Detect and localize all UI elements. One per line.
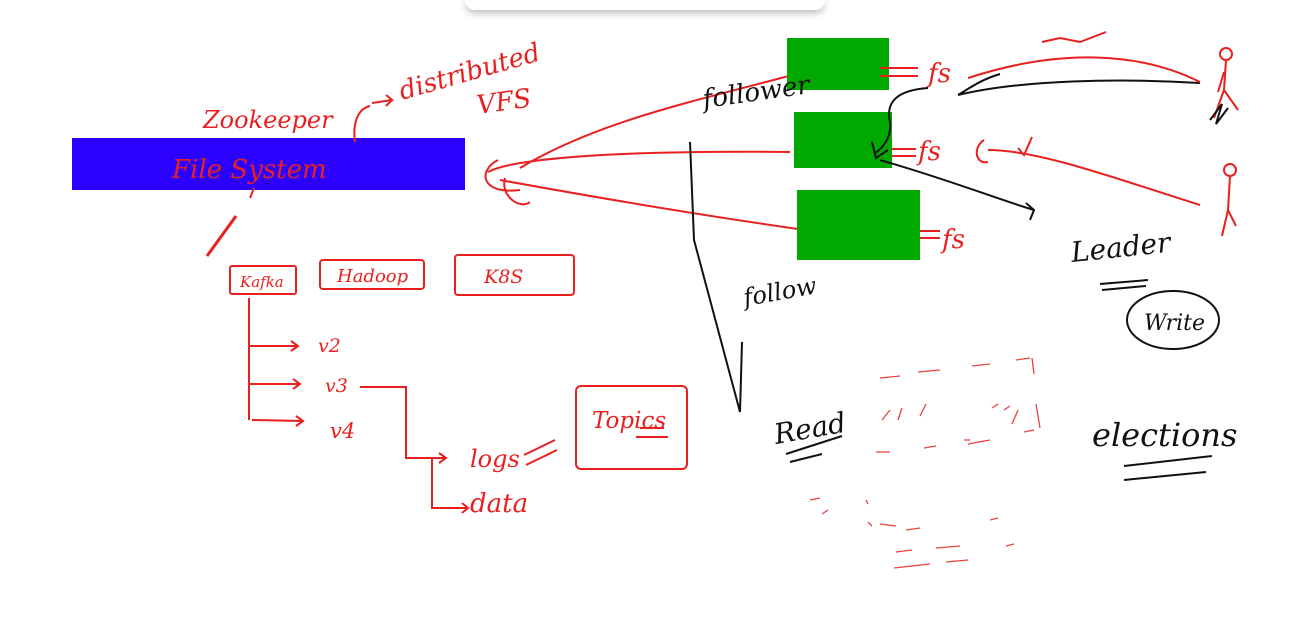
fs-tick-mark <box>249 187 255 199</box>
follower-top-label: follower <box>699 70 813 115</box>
data-label: data <box>470 489 528 519</box>
leader-sync-arrows <box>871 73 1201 221</box>
topics-box <box>575 385 688 470</box>
logs-equals <box>523 439 558 466</box>
replica-block-bottom <box>797 190 920 260</box>
k8s-box <box>454 254 575 296</box>
read-divider <box>689 141 743 413</box>
leader-label: Leader <box>1068 226 1173 270</box>
client-figure-bottom <box>1221 163 1237 237</box>
fs-label-top: fs <box>926 59 951 89</box>
kafka-tree <box>248 298 305 427</box>
topics-label: Topics <box>592 408 666 434</box>
elections-label: elections <box>1092 416 1237 454</box>
replica-block-top <box>787 38 889 90</box>
fs-label-middle: fs <box>916 137 941 167</box>
v2-label: v2 <box>318 335 341 357</box>
zookeeper-label: Zookeeper <box>202 106 334 134</box>
v3-branch <box>360 386 470 514</box>
write-ellipse <box>1126 290 1220 350</box>
write-label: Write <box>1144 311 1205 336</box>
vfs-fan-links <box>484 72 801 230</box>
v4-label: v4 <box>330 419 355 443</box>
erased-strokes <box>809 357 1041 569</box>
top-toolbar-shadow <box>465 0 825 10</box>
v3-label: v3 <box>325 375 348 397</box>
file-system-block <box>72 138 465 190</box>
k8s-label: K8S <box>483 266 523 288</box>
client-figure-top <box>1209 47 1239 125</box>
vfs-label: VFS <box>475 84 533 121</box>
read-label: Read <box>771 406 849 451</box>
zookeeper-link <box>353 94 395 143</box>
replica-block-middle <box>794 112 892 168</box>
topics-underline <box>636 427 668 438</box>
follower-bottom-label: follow <box>739 271 819 312</box>
fs-connectors <box>880 67 940 239</box>
read-underline <box>785 435 843 463</box>
elections-underline <box>1123 455 1213 481</box>
fs-label-bottom: fs <box>940 225 965 255</box>
slash-mark <box>205 215 238 257</box>
hadoop-box <box>319 259 425 290</box>
kafka-box <box>229 265 297 295</box>
logs-label: logs <box>470 445 520 473</box>
hadoop-label: Hadoop <box>336 266 409 287</box>
kafka-label: Kafka <box>239 273 284 291</box>
leader-underline <box>1099 279 1149 291</box>
client-links <box>967 31 1201 206</box>
file-system-label: File System <box>171 155 327 185</box>
